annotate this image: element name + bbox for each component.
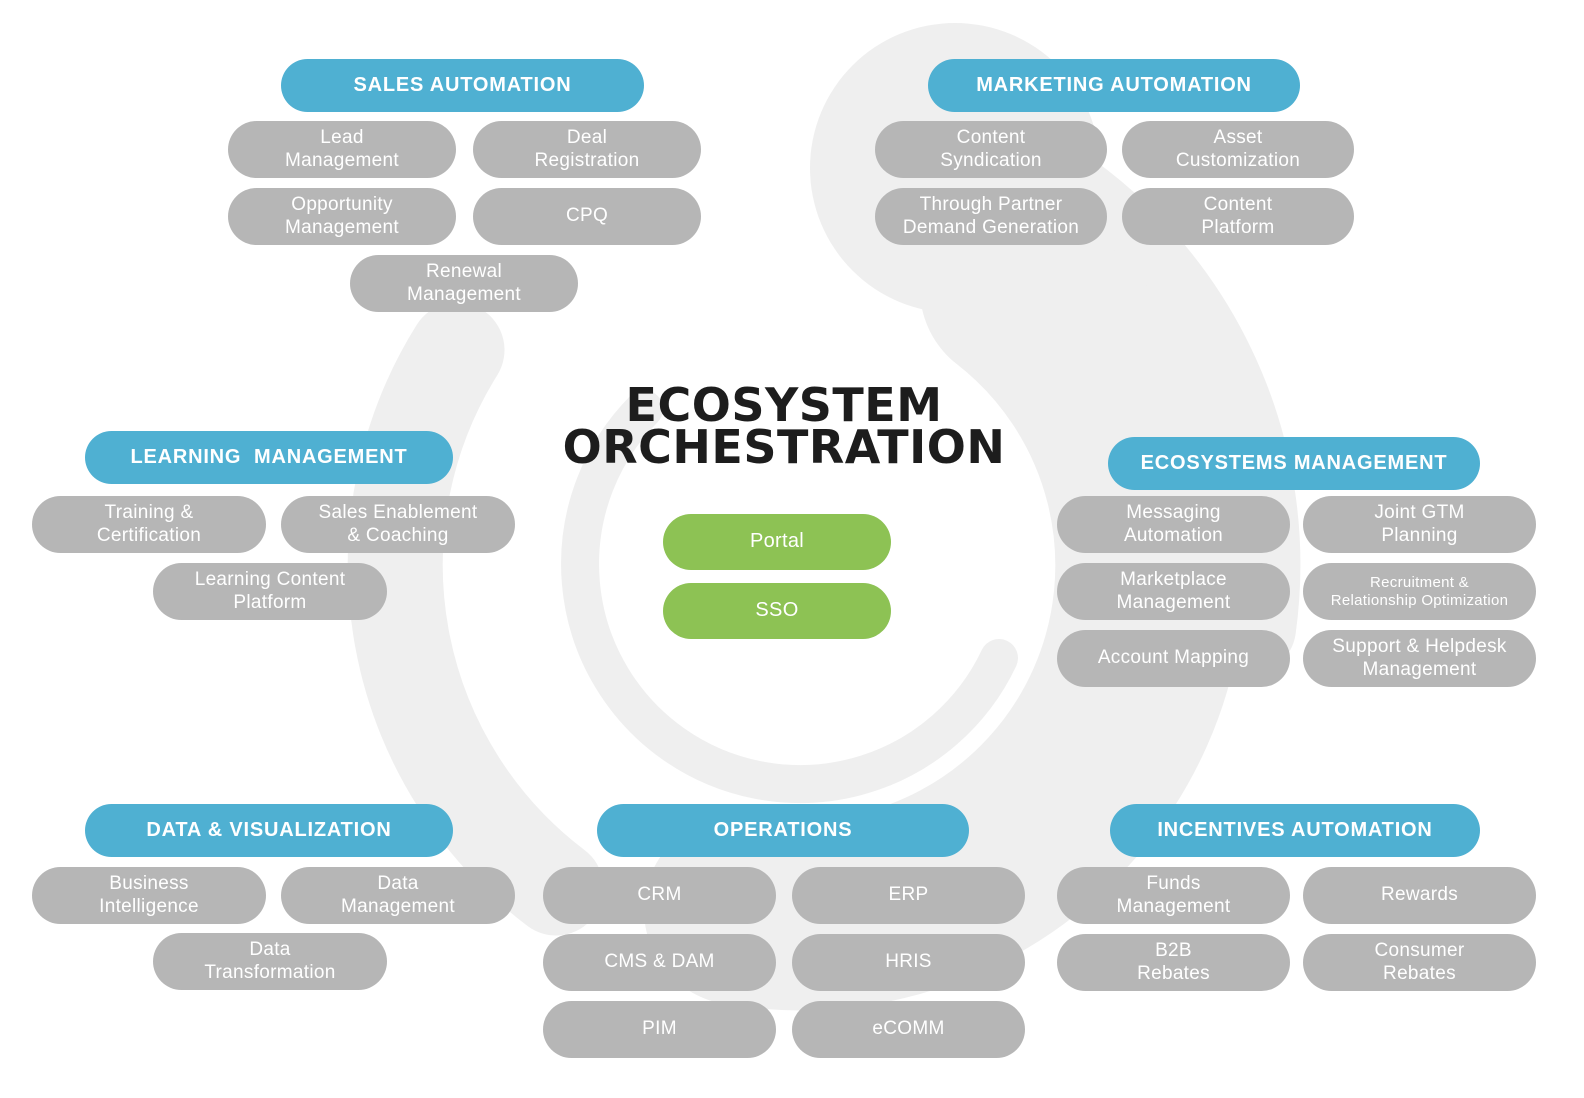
pill-funds-management: Funds Management <box>1057 867 1290 924</box>
pill-ecomm: eCOMM <box>792 1001 1025 1058</box>
pill-sales-enablement-coaching: Sales Enablement & Coaching <box>281 496 515 553</box>
header-learning-management: LEARNING MANAGEMENT <box>85 431 453 484</box>
pill-through-partner-demand-generation: Through Partner Demand Generation <box>875 188 1107 245</box>
pill-business-intelligence: Business Intelligence <box>32 867 266 924</box>
pill-cpq: CPQ <box>473 188 701 245</box>
header-ecosystems-management: ECOSYSTEMS MANAGEMENT <box>1108 437 1480 490</box>
sso-button: SSO <box>663 583 891 639</box>
pill-data-transformation: Data Transformation <box>153 933 387 990</box>
pill-opportunity-management: Opportunity Management <box>228 188 456 245</box>
pill-messaging-automation: Messaging Automation <box>1057 496 1290 553</box>
pill-cms-dam: CMS & DAM <box>543 934 776 991</box>
pill-training-certification: Training & Certification <box>32 496 266 553</box>
header-data-visualization: DATA & VISUALIZATION <box>85 804 453 857</box>
center-title: ECOSYSTEM ORCHESTRATION <box>562 378 1006 474</box>
header-incentives-automation: INCENTIVES AUTOMATION <box>1110 804 1480 857</box>
pill-b2b-rebates: B2B Rebates <box>1057 934 1290 991</box>
pill-rewards: Rewards <box>1303 867 1536 924</box>
pill-content-syndication: Content Syndication <box>875 121 1107 178</box>
header-operations: OPERATIONS <box>597 804 969 857</box>
pill-consumer-rebates: Consumer Rebates <box>1303 934 1536 991</box>
pill-hris: HRIS <box>792 934 1025 991</box>
pill-pim: PIM <box>543 1001 776 1058</box>
header-sales-automation: SALES AUTOMATION <box>281 59 644 112</box>
pill-crm: CRM <box>543 867 776 924</box>
pill-content-platform: Content Platform <box>1122 188 1354 245</box>
pill-data-management: Data Management <box>281 867 515 924</box>
pill-erp: ERP <box>792 867 1025 924</box>
pill-asset-customization: Asset Customization <box>1122 121 1354 178</box>
pill-lead-management: Lead Management <box>228 121 456 178</box>
pill-joint-gtm-planning: Joint GTM Planning <box>1303 496 1536 553</box>
pill-deal-registration: Deal Registration <box>473 121 701 178</box>
pill-learning-content-platform: Learning Content Platform <box>153 563 387 620</box>
pill-recruitment-relationship-optimization: Recruitment & Relationship Optimization <box>1303 563 1536 620</box>
pill-marketplace-management: Marketplace Management <box>1057 563 1290 620</box>
pill-support-helpdesk-management: Support & Helpdesk Management <box>1303 630 1536 687</box>
portal-button: Portal <box>663 514 891 570</box>
header-marketing-automation: MARKETING AUTOMATION <box>928 59 1300 112</box>
pill-renewal-management: Renewal Management <box>350 255 578 312</box>
pill-account-mapping: Account Mapping <box>1057 630 1290 687</box>
